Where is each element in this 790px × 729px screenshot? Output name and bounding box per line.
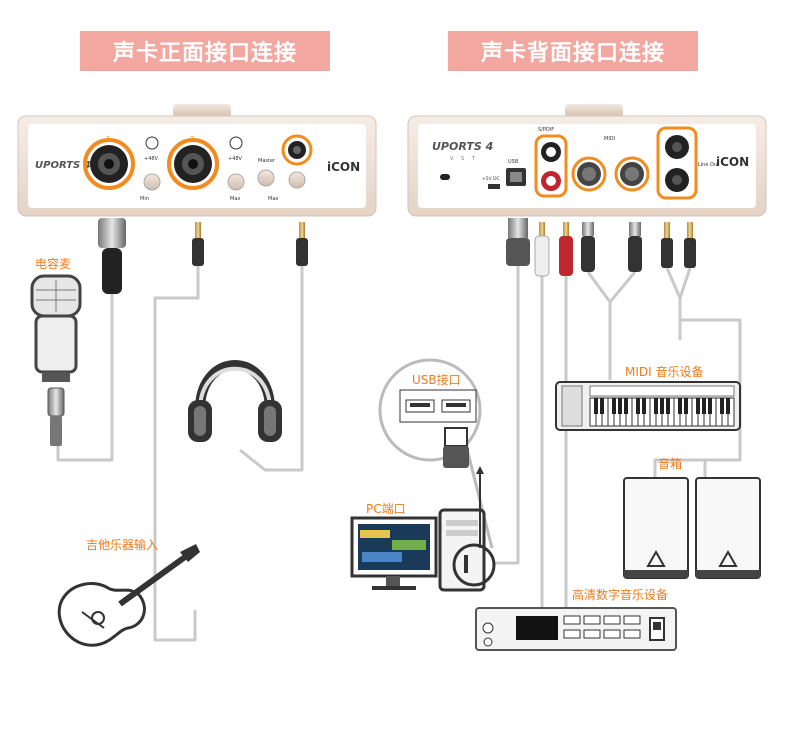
midi-keyboard-icon [555,381,741,431]
midi-label: MIDI [604,136,615,142]
usb-port-label: USB接口 [412,372,461,387]
jack-plug-lineout-1 [661,222,673,268]
spdif-label: S/PDIF [538,127,554,133]
phantom-label-1: +48V [144,156,159,162]
combo-input-1[interactable] [83,138,135,190]
guitar-icon [57,544,200,647]
back-brand-logo: iCON [716,155,749,169]
pc-icon [350,508,496,592]
speaker-right-icon [695,477,761,579]
usb-a-plug [444,427,468,447]
jack-plug-headphone [296,222,308,266]
front-panel-title: 声卡正面接口连接 [80,31,330,71]
digital-device-label: 高清数字音乐设备 [572,587,668,602]
speakers-label: 音箱 [658,456,682,471]
midi-out-port[interactable] [571,156,607,192]
back-panel-title: 声卡背面接口连接 [448,31,698,71]
headphone-cable [239,265,304,472]
jack-plug-lineout-2 [684,222,696,268]
midi-plug-2 [628,222,642,272]
usb-arrow-head [476,466,484,474]
headphones-icon [188,360,282,442]
cable-group [56,265,742,642]
pc-label: PC端口 [366,502,406,516]
dc-power-port[interactable] [488,184,500,189]
midi-in-port[interactable] [614,156,650,192]
line-out-label: Line Out [698,162,719,168]
usb-label: USB [508,159,519,165]
black-keys [594,398,730,414]
xlr-plug [98,218,126,294]
back-model-sub: V S T [450,156,478,162]
front-brand-logo: iCON [327,160,360,174]
kensington-slot [440,174,450,180]
jack-plug-guitar [192,222,204,266]
midi-device-label: MIDI 音乐设备 [625,364,704,379]
gain-knob-2[interactable] [227,173,245,191]
midi-cable [586,271,637,380]
speaker-left-icon [623,477,689,579]
digital-device-icon [475,607,677,651]
usb-cable [495,265,520,565]
mic-cable [56,292,114,462]
master-knob[interactable] [257,169,275,187]
microphone-label: 电容麦 [35,256,71,271]
headphone-knob[interactable] [288,171,306,189]
back-model-label: UPORTS 4 [432,140,493,153]
headphone-jack[interactable] [281,134,313,166]
gain-knob-1[interactable] [143,173,161,191]
master-max: Max [268,196,278,202]
combo-input-2[interactable] [167,138,219,190]
back-panel: UPORTS 4 V S T +5V DC USB S/PDIF [407,104,767,217]
gain-min-1: Min [140,196,149,202]
channel-1-number: 1 [106,135,110,143]
midi-plug-1 [581,222,595,272]
front-model-label: UPORTS 4 [35,160,91,171]
spdif-rca-ports[interactable] [534,134,568,198]
usb-callout [378,358,494,549]
master-label: Master [258,158,276,164]
line-out-ports[interactable] [656,126,698,200]
speaker-link [653,458,705,478]
dc-label: +5V DC [482,176,500,182]
guitar-label: 吉他乐器输入 [86,537,158,552]
usb-plug [506,218,530,266]
phantom-label-2: +48V [228,156,243,162]
phantom-button-1[interactable] [145,136,159,150]
rca-plug-red [559,222,573,276]
front-panel: UPORTS 4 1 +48V Min 2 +48V [17,104,377,217]
phantom-button-2[interactable] [229,136,243,150]
guitar-cable [153,265,200,642]
channel-2-number: 2 [190,135,194,143]
rca-plug-white [534,222,550,277]
gain-max-2: Max [230,196,240,202]
microphone-icon [30,274,82,446]
